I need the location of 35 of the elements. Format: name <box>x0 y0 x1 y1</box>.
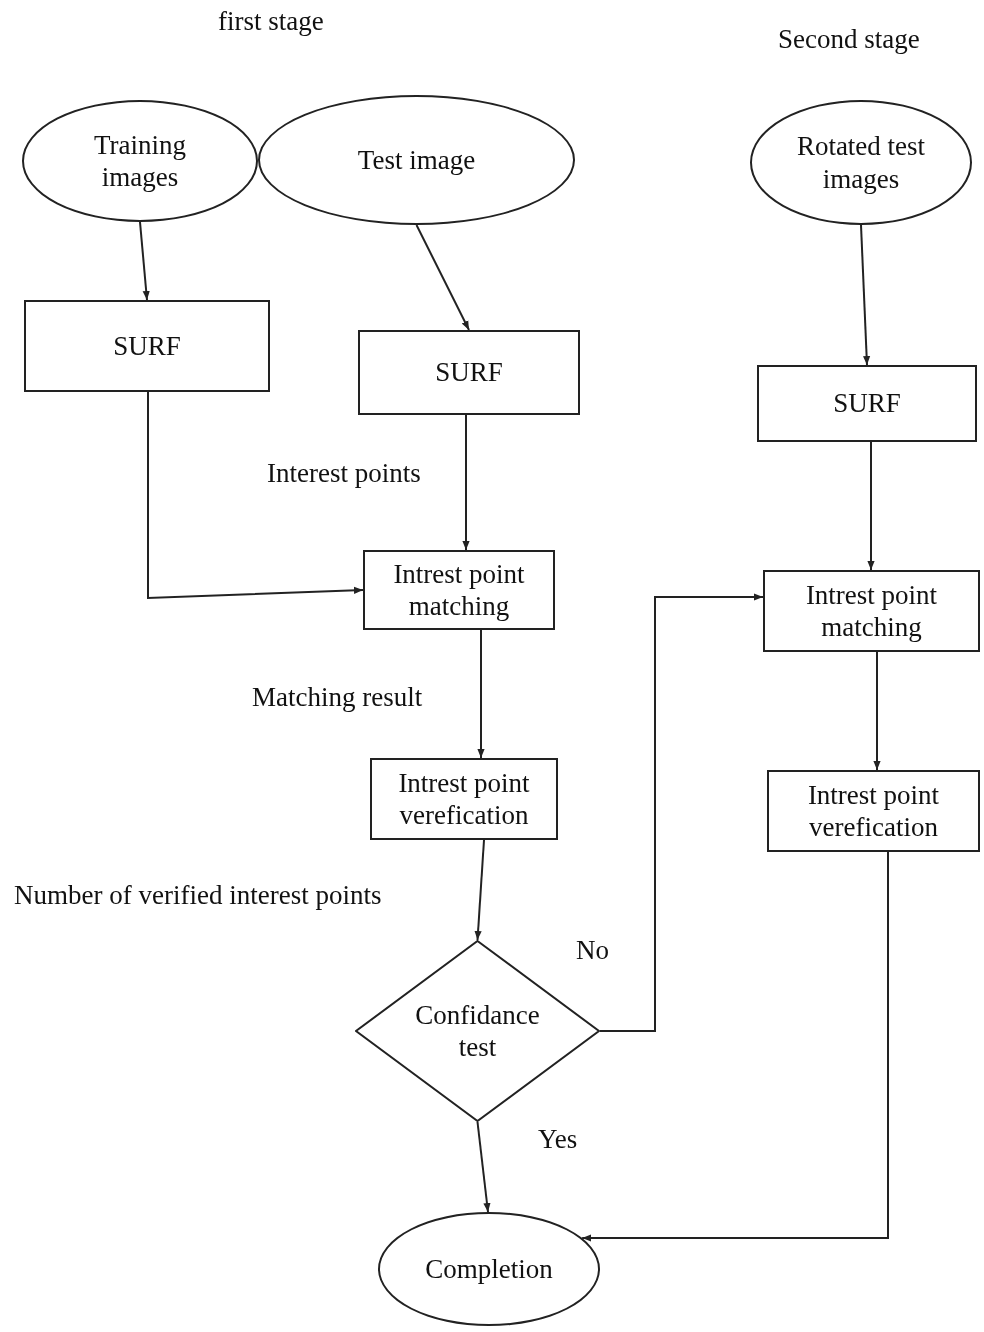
process-box <box>363 550 555 630</box>
input-ellipse <box>22 100 258 222</box>
arrow <box>873 651 881 771</box>
process-box <box>767 770 980 852</box>
node-text: SURF <box>833 387 901 420</box>
node-text: Intrest point matching <box>392 557 526 623</box>
arrow <box>599 593 764 1032</box>
arrow <box>147 391 364 600</box>
process-box <box>370 758 558 840</box>
node-text: Completion <box>425 1252 553 1286</box>
node-text: Intrest point matching <box>804 578 939 644</box>
process-box <box>24 300 270 392</box>
input-ellipse <box>750 100 972 225</box>
process-box <box>757 365 977 442</box>
arrow <box>581 851 889 1242</box>
arrow <box>860 224 871 366</box>
arrow <box>139 221 150 301</box>
node-text: Rotated test images <box>795 130 927 195</box>
node-text: Test image <box>357 143 476 177</box>
process-box <box>358 330 580 415</box>
arrow <box>477 629 485 759</box>
process-box <box>763 570 980 652</box>
input-ellipse <box>378 1212 600 1326</box>
node-text: Training images <box>93 128 187 194</box>
node-text: SURF <box>113 329 181 363</box>
arrow <box>474 839 485 941</box>
node-text: SURF <box>435 356 503 389</box>
input-ellipse <box>258 95 575 225</box>
node-text: Intrest point verefication <box>806 778 941 844</box>
node-text: Confidance test <box>414 998 541 1064</box>
arrow <box>476 1121 491 1213</box>
arrow <box>415 224 470 331</box>
arrow <box>867 441 875 571</box>
arrow <box>462 414 470 551</box>
node-text: Intrest point verefication <box>397 766 531 832</box>
